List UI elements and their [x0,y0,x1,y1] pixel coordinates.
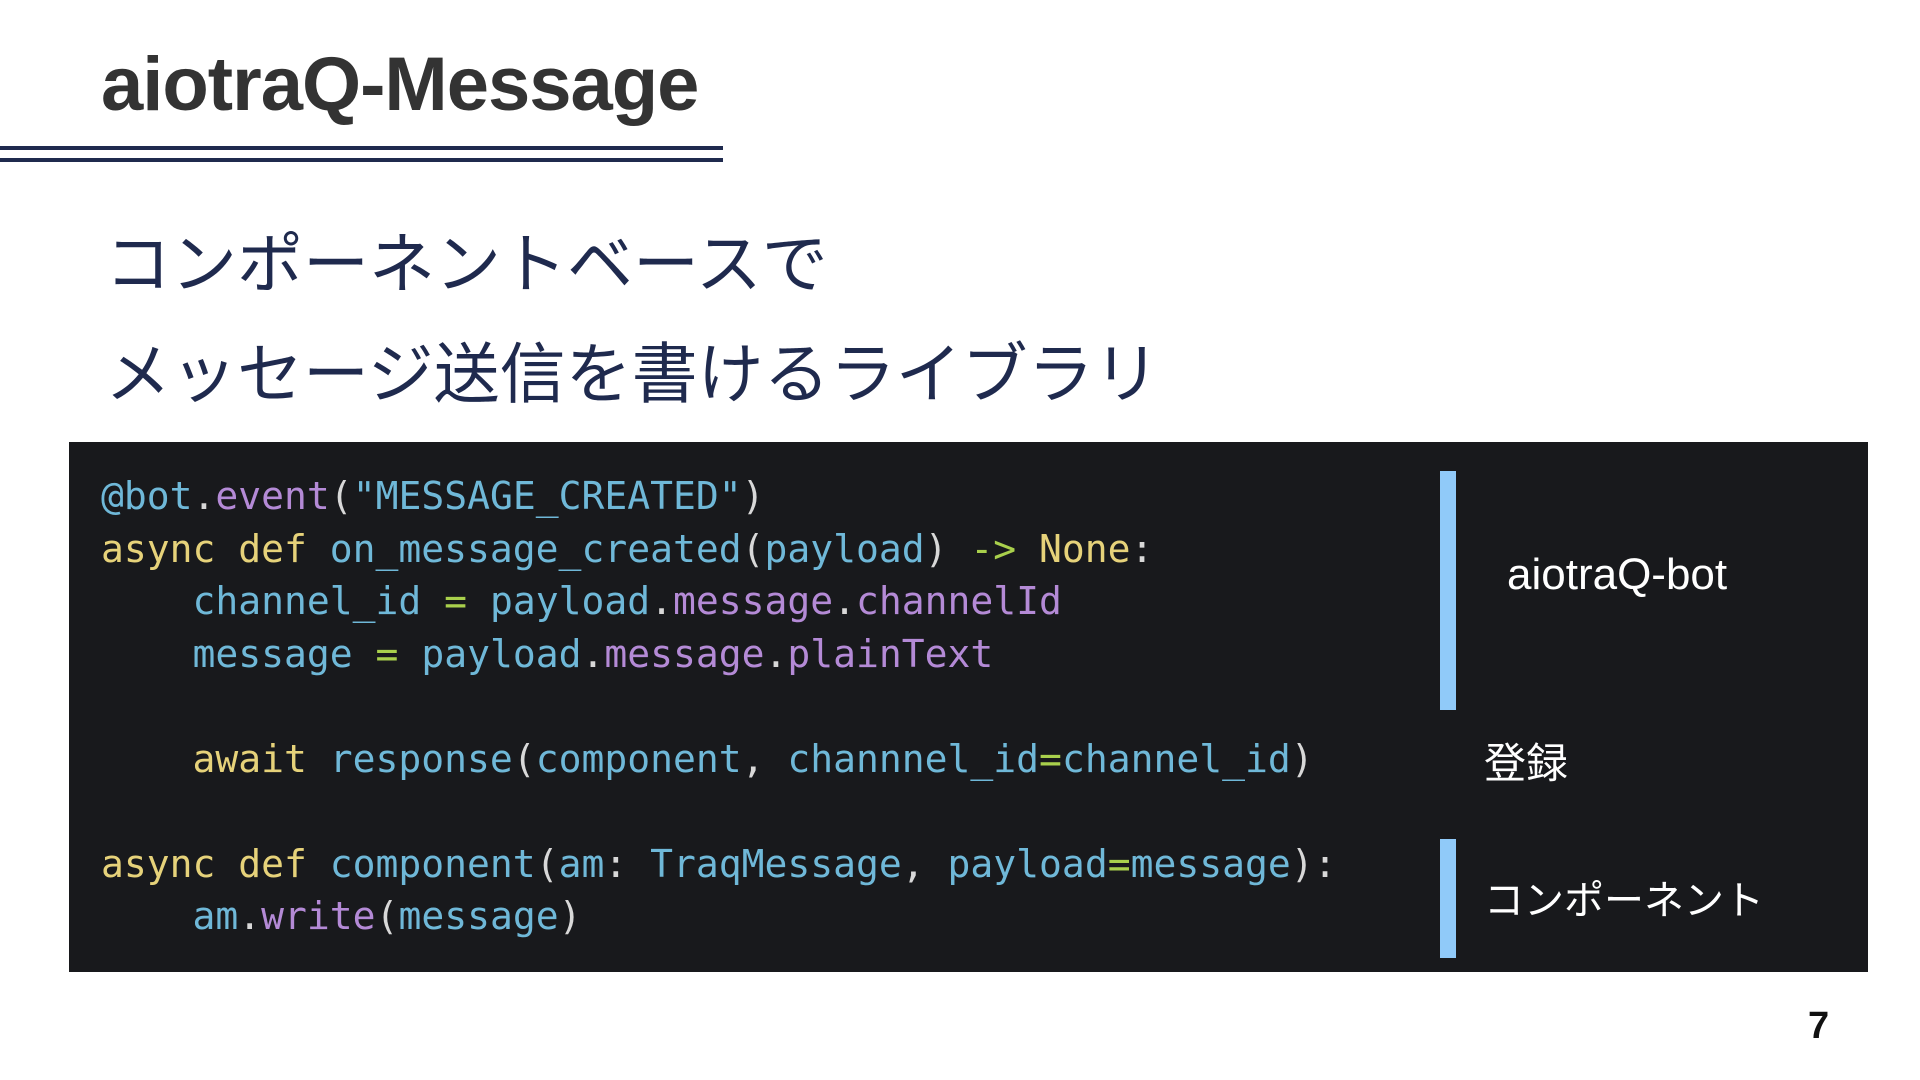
code-line: await response(component, channnel_id=ch… [101,736,1314,781]
slide-subtitle: コンポーネントベースで メッセージ送信を書けるライブラリ [105,210,1160,430]
code-line [101,785,1337,838]
slide-title: aiotraQ-Message [101,42,699,127]
code-line: async def component(am: TraqMessage, pay… [101,841,1337,886]
code-line [101,680,1337,733]
code-line: message = payload.message.plainText [101,631,994,676]
title-underline-bottom [0,158,723,162]
code-line: am.write(message) [101,894,582,938]
subtitle-line-1: コンポーネントベースで [105,226,828,303]
bot-label: aiotraQ-bot [1507,550,1728,599]
code-line: @bot.event("MESSAGE_CREATED") [101,474,765,518]
subtitle-line-2: メッセージ送信を書けるライブラリ [105,336,1160,413]
page-number: 7 [1808,1005,1830,1047]
component-section-bar [1440,839,1456,958]
code-line: channel_id = payload.message.channelId [101,579,1062,623]
component-label: コンポーネント [1484,878,1764,924]
code-panel: @bot.event("MESSAGE_CREATED")async def o… [69,442,1868,972]
register-label: 登録 [1484,739,1569,788]
bot-section-bar [1440,471,1456,710]
code-line: async def on_message_created(payload) ->… [101,526,1154,571]
code-block: @bot.event("MESSAGE_CREATED")async def o… [101,470,1337,943]
title-underline-top [0,146,723,150]
